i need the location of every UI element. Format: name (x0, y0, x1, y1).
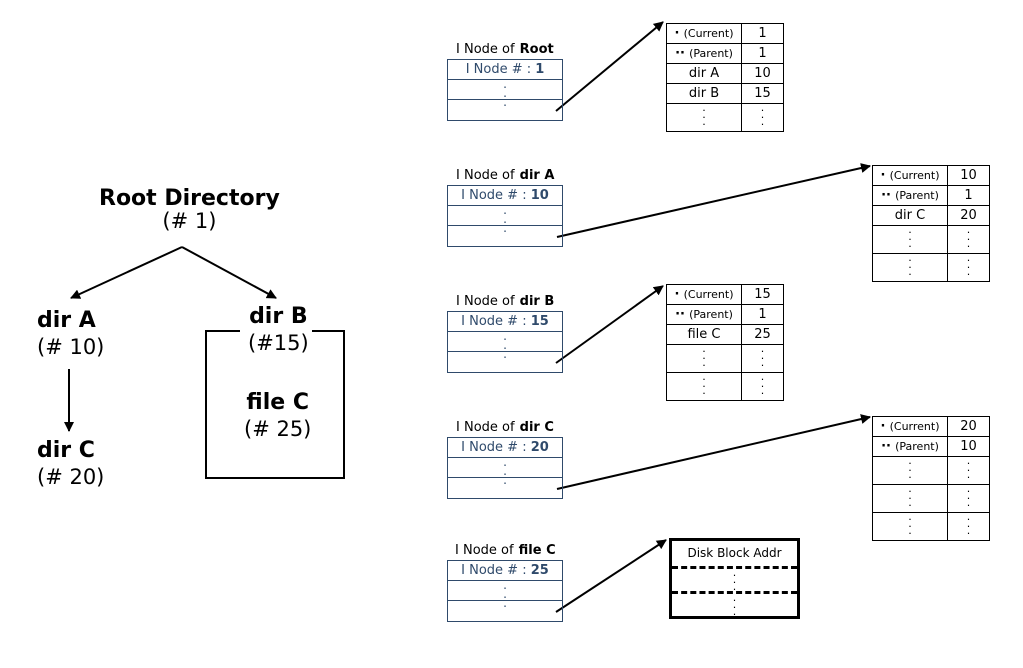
inode-ellipsis-row: ... (448, 579, 562, 609)
table-row: ·· (Parent) 10 (872, 436, 990, 457)
dir-table-root: · (Current) 1 ·· (Parent) 1 dir A 10 dir… (666, 23, 784, 132)
inode-dirB: I Node # : 15 ... (447, 311, 563, 373)
table-row: ... ... (872, 511, 990, 541)
dirA-node: dir A (# 10) (37, 308, 104, 359)
dirC-node: dir C (# 20) (37, 438, 104, 489)
fileC-node: file C (# 25) (244, 390, 311, 441)
dirB-node: dir B (#15) (248, 304, 309, 355)
fileC-name: file C (246, 390, 309, 415)
inode-ellipsis-row: ... (448, 330, 562, 360)
table-row: · (Current) 15 (666, 284, 784, 305)
inode-number-row: I Node # : 10 (448, 186, 562, 206)
dirB-name: dir B (249, 304, 308, 329)
inode-number-row: I Node # : 15 (448, 312, 562, 332)
inode-ellipsis-row: ... (448, 456, 562, 486)
table-row: · (Current) 20 (872, 416, 990, 437)
inode-root-title: I Node of Root (456, 42, 554, 57)
dirC-name: dir C (37, 438, 95, 463)
table-row: dir C 20 (872, 205, 990, 226)
inode-ellipsis-row: ... (448, 78, 562, 108)
inode-number-row: I Node # : 20 (448, 438, 562, 458)
dirA-name: dir A (37, 308, 96, 333)
table-row: ... ... (666, 371, 784, 401)
table-row: ... ... (872, 455, 990, 485)
dirA-num: (# 10) (37, 335, 105, 359)
inode-dirA: I Node # : 10 ... (447, 185, 563, 247)
root-num: (# 1) (162, 209, 217, 233)
inode-root: I Node # : 1 ... (447, 59, 563, 121)
dir-table-dirB: · (Current) 15 ·· (Parent) 1 file C 25 .… (666, 284, 784, 401)
inode-dirC-title: I Node of dir C (456, 420, 554, 435)
root-directory-node: Root Directory (# 1) (99, 186, 280, 233)
arrow-root-to-dirB (181, 246, 277, 299)
table-row: dir A 10 (666, 63, 784, 84)
dir-table-dirA: · (Current) 10 ·· (Parent) 1 dir C 20 ..… (872, 165, 990, 282)
inode-dirB-title: I Node of dir B (456, 294, 555, 309)
arrow-root-to-dirA (70, 246, 183, 299)
table-row: ... ... (872, 252, 990, 282)
pointer-dirC (556, 414, 871, 490)
inode-number-row: I Node # : 1 (448, 60, 562, 80)
pointer-dirB (555, 285, 664, 364)
inode-ellipsis-row: ... (448, 204, 562, 234)
disk-block-table: Disk Block Addr ... ... (669, 538, 800, 619)
inode-fileC: I Node # : 25 ... (447, 560, 563, 622)
disk-block-ellipsis-row: ... (672, 566, 797, 592)
table-row: ·· (Parent) 1 (666, 43, 784, 64)
table-row: ... ... (666, 102, 784, 132)
table-row: ·· (Parent) 1 (872, 185, 990, 206)
table-row: · (Current) 10 (872, 165, 990, 186)
table-row: · (Current) 1 (666, 23, 784, 44)
root-name: Root Directory (99, 186, 280, 211)
pointer-root (555, 21, 664, 112)
pointer-dirA (556, 163, 871, 238)
dir-table-dirC: · (Current) 20 ·· (Parent) 10 ... ... ..… (872, 416, 990, 541)
disk-block-title: Disk Block Addr (687, 546, 782, 560)
inode-dirC: I Node # : 20 ... (447, 437, 563, 499)
table-row: file C 25 (666, 324, 784, 345)
dirC-num: (# 20) (37, 465, 105, 489)
table-row: ... ... (872, 483, 990, 513)
inode-number-row: I Node # : 25 (448, 561, 562, 581)
table-row: ·· (Parent) 1 (666, 304, 784, 325)
table-row: ... ... (666, 343, 784, 373)
dirB-num: (#15) (248, 331, 309, 355)
table-row: dir B 15 (666, 83, 784, 104)
disk-block-ellipsis-row: ... (672, 591, 797, 617)
fileC-num: (# 25) (244, 417, 312, 441)
table-row: ... ... (872, 224, 990, 254)
inode-fileC-title: I Node of file C (455, 543, 556, 558)
pointer-fileC (555, 539, 667, 613)
inode-dirA-title: I Node of dir A (456, 168, 555, 183)
